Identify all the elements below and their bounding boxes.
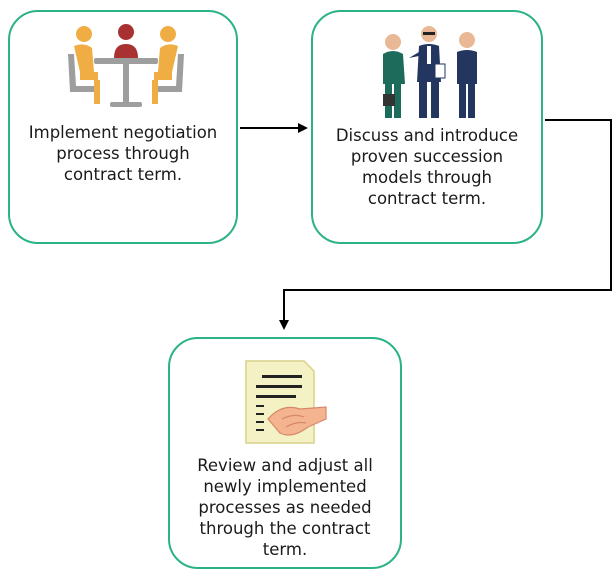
step-3-box: Review and adjust all newly implemented … — [168, 337, 402, 569]
step-1-text: Implement negotiation process through co… — [28, 123, 218, 184]
step-2-text: Discuss and introduce proven succession … — [335, 126, 519, 208]
business-people-discussion-icon — [371, 22, 487, 122]
step-2-box: Discuss and introduce proven succession … — [311, 10, 543, 244]
contract-handshake-icon — [242, 347, 334, 453]
step-1-box: Implement negotiation process through co… — [8, 10, 238, 244]
step-3-text: Review and adjust all newly implemented … — [197, 456, 373, 559]
meeting-table-icon — [60, 24, 192, 116]
